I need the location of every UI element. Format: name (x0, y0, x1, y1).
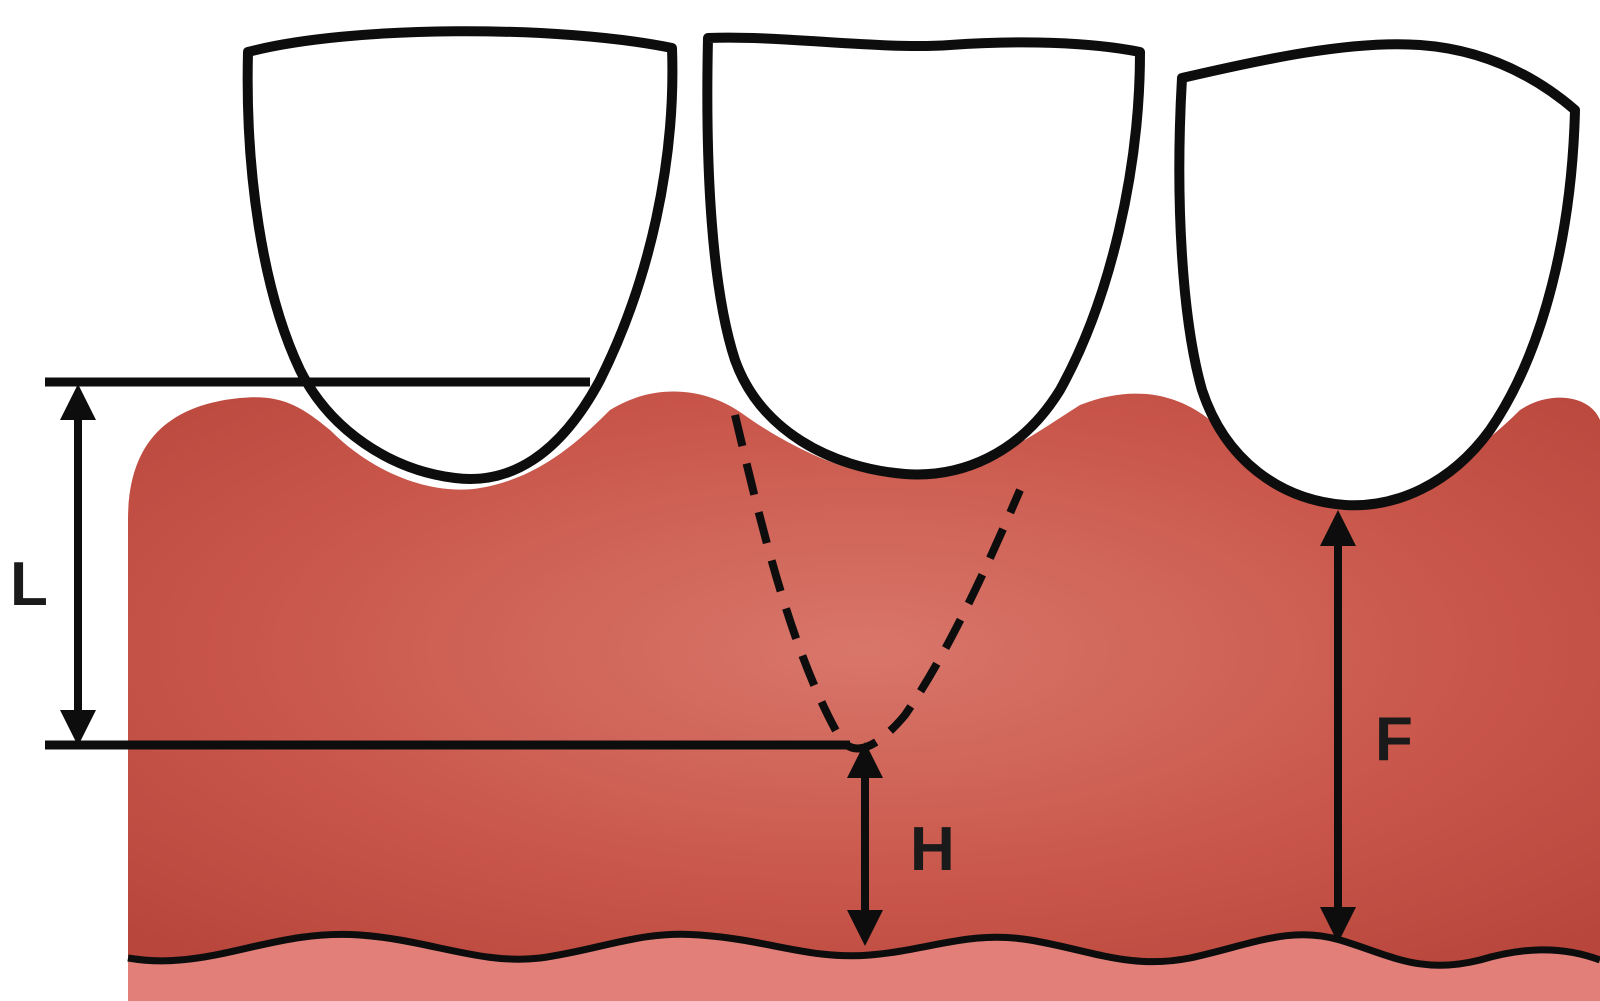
label-l: L (10, 550, 48, 619)
label-h: H (910, 815, 955, 884)
label-f: F (1375, 705, 1413, 774)
